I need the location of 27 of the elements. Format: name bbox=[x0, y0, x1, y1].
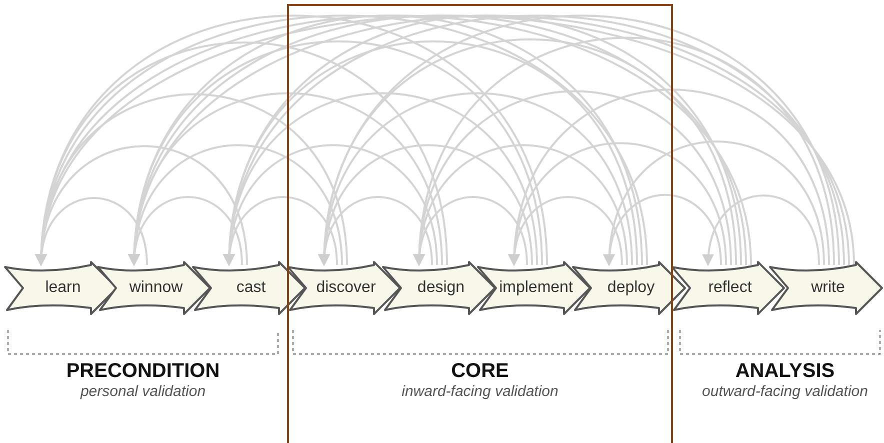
group-subtitle: outward-facing validation bbox=[701, 383, 869, 400]
stage-label: reflect bbox=[707, 278, 753, 298]
stage-label: deploy bbox=[606, 278, 656, 298]
stage-banner bbox=[672, 262, 784, 314]
stage-label: cast bbox=[235, 278, 267, 298]
group-subtitle: personal validation bbox=[79, 383, 207, 400]
stage-banner bbox=[193, 262, 305, 314]
stage-label: write bbox=[810, 278, 846, 298]
group-subtitle: inward-facing validation bbox=[400, 383, 560, 400]
stage-banner bbox=[98, 262, 210, 314]
group-heading: PRECONDITION bbox=[65, 360, 221, 383]
stage-banner bbox=[478, 262, 590, 314]
group-heading: ANALYSIS bbox=[734, 360, 836, 383]
stage-label: winnow bbox=[128, 278, 184, 298]
stage-label: learn bbox=[44, 278, 82, 298]
stage-banner bbox=[288, 262, 400, 314]
group-heading: CORE bbox=[450, 360, 510, 383]
stage-banner bbox=[383, 262, 495, 314]
feedback-arc bbox=[604, 140, 825, 266]
stage-banner bbox=[573, 262, 685, 314]
stage-label: implement bbox=[498, 278, 574, 298]
stage-label: discover bbox=[315, 278, 377, 298]
feedback-arc bbox=[509, 88, 830, 266]
stage-banner bbox=[770, 262, 882, 314]
stage-banner bbox=[5, 262, 117, 314]
feedback-arc bbox=[703, 194, 820, 266]
stage-label: design bbox=[416, 278, 466, 298]
